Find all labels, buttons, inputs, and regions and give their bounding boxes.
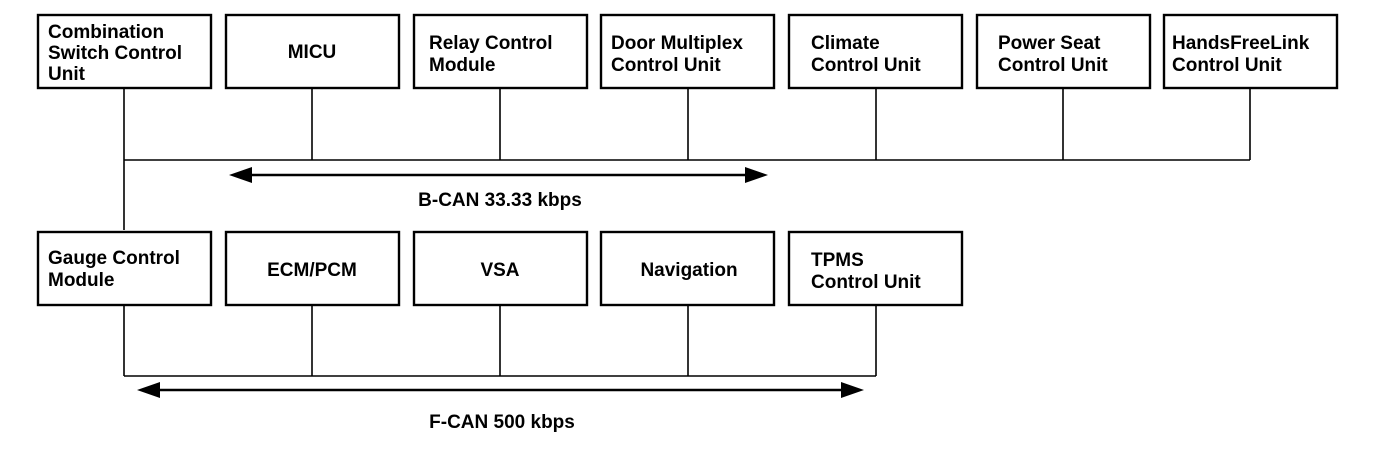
node-label-line: MICU xyxy=(288,42,337,63)
node-climate-control-unit: Climate Control Unit xyxy=(787,13,964,90)
node-label-line: Module xyxy=(429,55,496,76)
node-label-line: Unit xyxy=(48,64,86,85)
node-label-line: Climate xyxy=(811,33,880,54)
node-box xyxy=(599,13,776,90)
node-label-line: VSA xyxy=(480,260,519,281)
node-ecm-pcm: ECM/PCM xyxy=(224,230,401,307)
node-label-line: ECM/PCM xyxy=(267,260,357,281)
arrowhead-right xyxy=(745,167,768,183)
node-label-line: Door Multiplex xyxy=(611,33,743,54)
node-label-line: TPMS xyxy=(811,250,864,271)
node-label-line: Power Seat xyxy=(998,33,1101,54)
node-vsa: VSA xyxy=(412,230,589,307)
node-label-line: Control Unit xyxy=(611,55,721,76)
node-box xyxy=(36,13,213,90)
node-label-line: Control Unit xyxy=(998,55,1108,76)
node-door-multiplex-control-unit: Door Multiplex Control Unit xyxy=(599,13,776,90)
b-can-node-row: Combination Switch Control Unit MICU Rel… xyxy=(36,13,1339,90)
node-tpms-control-unit: TPMS Control Unit xyxy=(787,230,964,307)
node-label-line: Gauge Control xyxy=(48,248,180,269)
arrowhead-left xyxy=(137,382,160,398)
node-label-line: Control Unit xyxy=(1172,55,1282,76)
node-box xyxy=(975,13,1152,90)
node-label-line: Control Unit xyxy=(811,55,921,76)
b-can-bus xyxy=(123,88,1251,230)
arrowhead-right xyxy=(841,382,864,398)
f-can-label: F-CAN 500 kbps xyxy=(429,412,575,433)
node-box xyxy=(787,230,964,307)
f-can-bus xyxy=(123,305,877,377)
node-label-line: Module xyxy=(48,270,115,291)
node-box xyxy=(224,13,401,90)
node-relay-control-module: Relay Control Module xyxy=(412,13,589,90)
node-label-line: HandsFreeLink xyxy=(1172,33,1310,54)
node-combination-switch-control-unit: Combination Switch Control Unit xyxy=(36,13,213,90)
f-can-node-row: Gauge Control Module ECM/PCM VSA Navigat… xyxy=(36,230,964,307)
node-label-line: Combination xyxy=(48,22,164,43)
node-label-line: Relay Control xyxy=(429,33,553,54)
node-power-seat-control-unit: Power Seat Control Unit xyxy=(975,13,1152,90)
node-label-line: Switch Control xyxy=(48,43,182,64)
b-can-arrow xyxy=(229,167,768,183)
node-box xyxy=(599,230,776,307)
node-label-line: Navigation xyxy=(640,260,737,281)
node-micu: MICU xyxy=(224,13,401,90)
node-navigation: Navigation xyxy=(599,230,776,307)
b-can-label: B-CAN 33.33 kbps xyxy=(418,190,582,211)
f-can-arrow xyxy=(137,382,864,398)
node-gauge-control-module: Gauge Control Module xyxy=(36,230,213,307)
arrowhead-left xyxy=(229,167,252,183)
node-box xyxy=(224,230,401,307)
node-label-line: Control Unit xyxy=(811,272,921,293)
node-box xyxy=(36,230,213,307)
node-handsfreelink-control-unit: HandsFreeLink Control Unit xyxy=(1162,13,1339,90)
